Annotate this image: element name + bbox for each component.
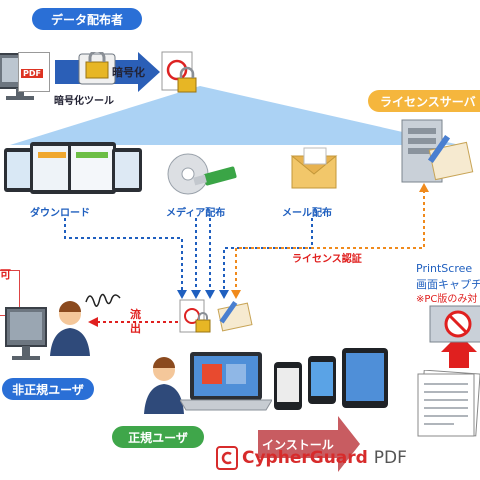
cypherguard-logo-icon [216, 446, 238, 470]
unauthorized-badge: 可 [0, 268, 11, 281]
media-label: メディア配布 [166, 208, 226, 219]
encryption-tool-icon [78, 52, 116, 85]
signature-scribble-icon [85, 293, 121, 307]
mail-line [223, 218, 313, 292]
authorized-user-title: 正規ユーザ [112, 426, 204, 448]
tablets-group-icon [4, 142, 142, 194]
authorized-person-icon [144, 357, 184, 414]
protected-pdf-icon [179, 299, 253, 333]
license-server-icon [401, 119, 474, 183]
unauthorized-user-title: 非正規ユーザ [2, 378, 94, 400]
brand-name: CypherGuard PDF [242, 448, 407, 468]
blocked-capture-monitor-icon [429, 305, 480, 343]
encryption-tool-label: 暗号化ツール [54, 96, 114, 107]
download-line [64, 218, 183, 292]
printscreen-line2: 画面キャプチ [416, 278, 480, 291]
install-label: インストール [262, 438, 334, 452]
download-label: ダウンロード [30, 208, 90, 219]
arrowhead-4 [219, 290, 229, 299]
publisher-title: データ配布者 [32, 8, 142, 30]
mail-envelope-icon [290, 147, 338, 189]
smartphones-icon [274, 356, 336, 410]
license-server-title: ライセンスサーバ [368, 90, 480, 112]
arrowhead-3 [205, 290, 215, 299]
capture-block-arrow [441, 334, 477, 368]
document-stack-icon [417, 370, 480, 437]
license-arrowhead-up [419, 183, 429, 192]
install-arrow [258, 416, 360, 472]
tablet-icon [342, 348, 388, 408]
encrypted-pdf-icon [161, 51, 197, 93]
arrowhead-1 [177, 290, 187, 299]
leak-label-1: 流 [130, 308, 141, 321]
laptop-icon [180, 352, 272, 411]
unauthorized-monitor-icon [5, 307, 47, 360]
printscreen-line3: ※PC版のみ対 [416, 294, 478, 305]
license-line [235, 190, 425, 292]
brand-name-text: CypherGuard [242, 448, 368, 468]
license-arrowhead-down [231, 290, 241, 299]
source-pdf-badge: PDF [21, 69, 43, 78]
leak-label-2: 出 [130, 322, 141, 335]
arrowhead-2 [191, 290, 201, 299]
unauthorized-person-icon [50, 301, 90, 356]
mail-label: メール配布 [282, 208, 332, 219]
brand-suffix: PDF [373, 448, 407, 468]
cd-usb-icon [167, 153, 237, 195]
printscreen-line1: PrintScree [416, 262, 473, 275]
source-pdf-doc: PDF [18, 52, 50, 92]
distribution-fan [10, 86, 460, 145]
encrypt-label: 暗号化 [112, 66, 145, 79]
leak-arrowhead [88, 317, 98, 327]
license-auth-label: ライセンス認証 [292, 254, 362, 265]
